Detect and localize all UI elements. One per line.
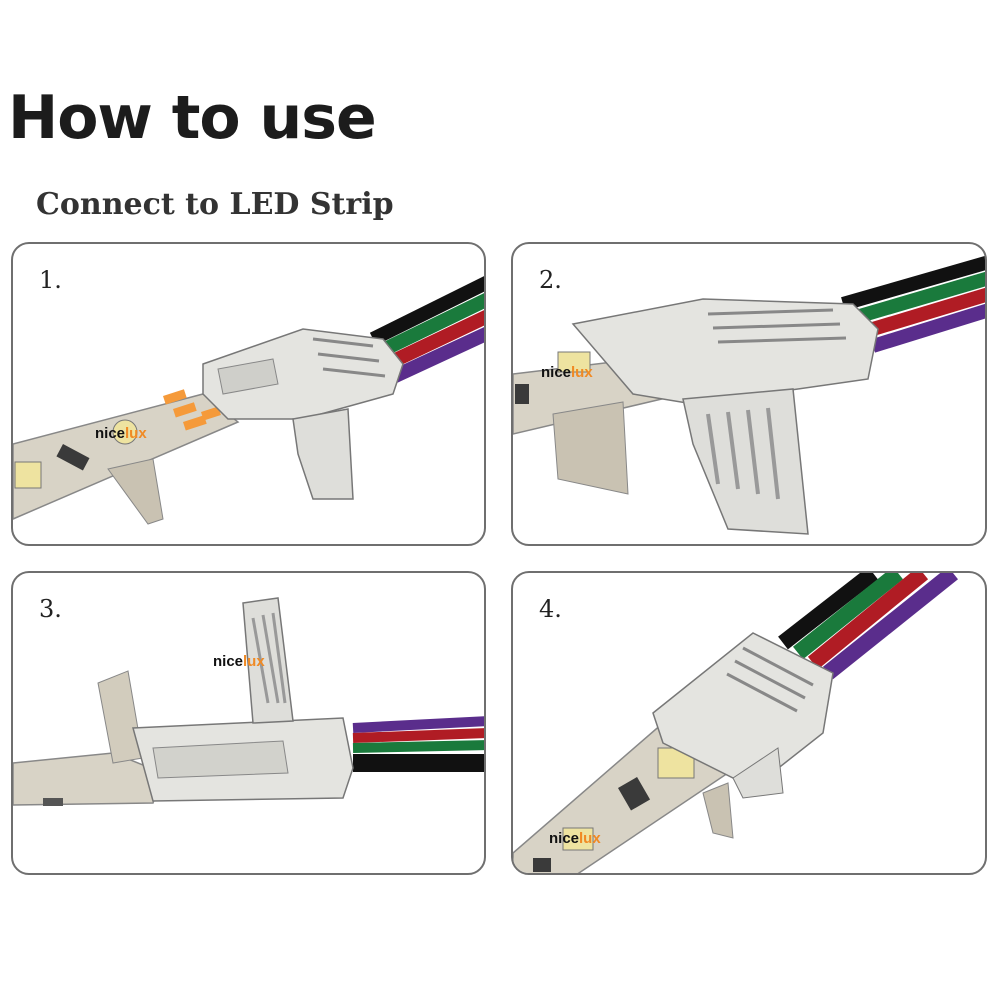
clip-connector [652, 632, 834, 799]
rgb-wires [352, 716, 484, 772]
brand-logo: nicelux [213, 653, 265, 670]
clip-connector: nicelux [132, 597, 354, 802]
led-strip [13, 670, 164, 806]
step-number: 1. [39, 266, 62, 294]
clip-connector [202, 328, 404, 500]
rgb-wires [778, 573, 958, 680]
step-panel-2: 2. nicelux [511, 242, 987, 546]
step-number: 3. [39, 595, 62, 623]
brand-logo: nicelux [95, 425, 147, 442]
step-2-illustration: nicelux [513, 255, 985, 535]
step-3-illustration: nicelux [13, 597, 484, 806]
step-number: 2. [539, 266, 562, 294]
step-panel-1: 1. nicelux [11, 242, 486, 546]
step-4-illustration: nicelux [513, 573, 958, 873]
brand-logo: nicelux [541, 364, 593, 381]
page-subtitle: Connect to LED Strip [36, 187, 394, 222]
step-panel-3: 3. nicelux [11, 571, 486, 875]
step-1-illustration: nicelux [13, 276, 484, 525]
step-number: 4. [539, 595, 562, 623]
clip-connector [571, 298, 879, 535]
step-panel-4: 4. nicelux [511, 571, 987, 875]
rgb-wires [369, 276, 484, 385]
page-title: How to use [8, 83, 377, 153]
led-strip: nicelux [13, 389, 240, 525]
brand-logo: nicelux [549, 830, 601, 847]
rgb-wires [841, 255, 985, 353]
led-strip: nicelux [513, 722, 734, 873]
